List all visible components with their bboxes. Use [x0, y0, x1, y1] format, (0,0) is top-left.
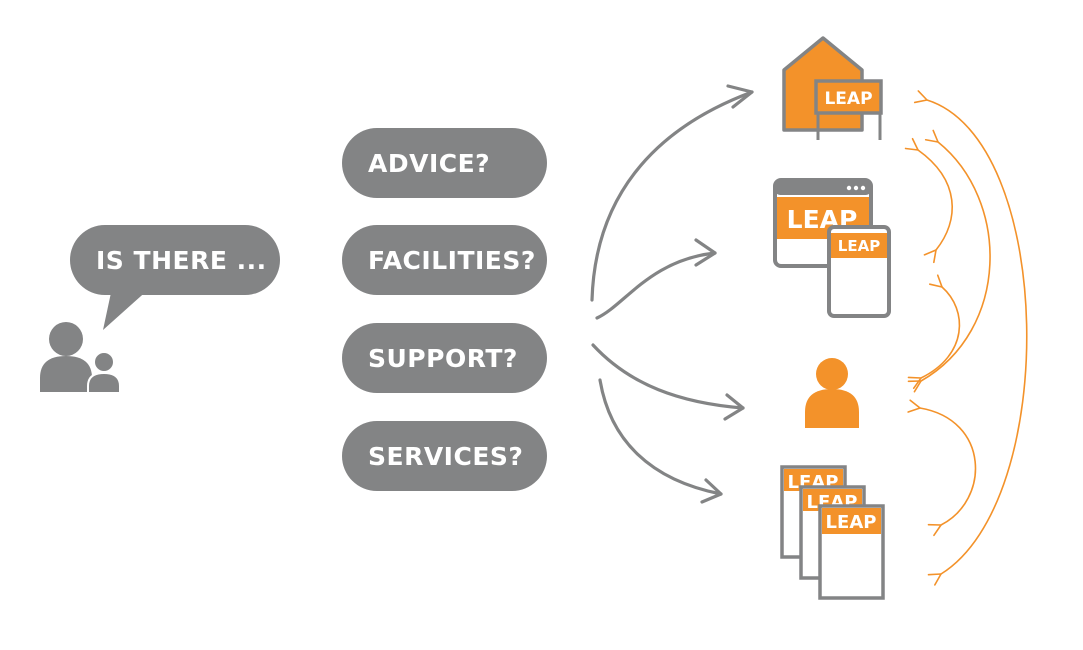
connector-building-documents: [913, 90, 1028, 586]
option-label: SUPPORT?: [368, 343, 518, 373]
connector-person-documents: [907, 399, 977, 537]
mobile-label: LEAP: [838, 237, 880, 255]
building-sign-label: LEAP: [824, 89, 872, 109]
browser-and-mobile-icon: LEAP LEAP: [773, 178, 891, 318]
arrow-to-documents: [598, 378, 723, 496]
arrow-head-screens: [694, 238, 717, 267]
option-advice: ADVICE?: [342, 128, 547, 198]
arrow-head-documents: [700, 478, 723, 504]
connector-building-screens: [904, 137, 953, 264]
gray-arrows: [590, 84, 754, 504]
user-group-icon: [40, 322, 121, 394]
option-label: ADVICE?: [368, 148, 491, 178]
option-label: FACILITIES?: [368, 245, 536, 275]
arrow-to-building: [590, 90, 754, 302]
connector-screens-person: [907, 274, 961, 390]
connector-building-person: [907, 129, 991, 393]
arrow-head-person: [723, 393, 745, 421]
building-with-sign-icon: LEAP: [782, 36, 883, 140]
doc-3-label: LEAP: [826, 512, 877, 533]
arrow-to-person: [591, 343, 745, 410]
person-icon: [805, 358, 859, 428]
question-bubble: IS THERE ...: [70, 225, 280, 295]
option-facilities: FACILITIES?: [342, 225, 547, 295]
option-services: SERVICES?: [342, 421, 547, 491]
speech-bubble-tail: [103, 288, 150, 330]
option-support: SUPPORT?: [342, 323, 547, 393]
document-stack-icon: LEAP LEAP LEAP: [780, 465, 885, 600]
arrow-to-screens: [595, 251, 717, 320]
option-label: SERVICES?: [368, 441, 524, 471]
arrow-head-building: [726, 84, 754, 109]
question-text: IS THERE ...: [96, 245, 267, 275]
orange-connectors: [904, 90, 1028, 586]
